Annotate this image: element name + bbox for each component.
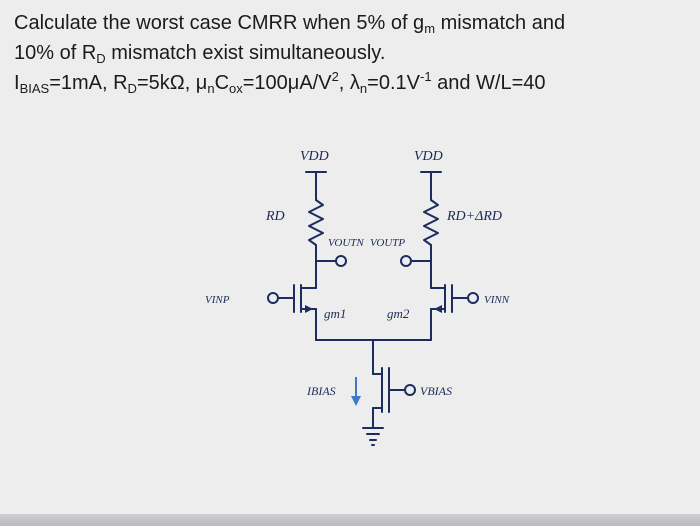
lambda-superscript: -1	[419, 69, 432, 84]
voutn-terminal	[335, 255, 347, 267]
lambda-value: =0.1V	[367, 72, 420, 94]
vbias-label: VBIAS	[420, 384, 452, 398]
cox-value: =100μA/V	[242, 72, 332, 94]
terminals	[267, 255, 479, 396]
line2-text: 10% of R	[14, 42, 97, 64]
vdd-left-label: VDD	[300, 149, 329, 164]
problem-statement: Calculate the worst case CMRR when 5% of…	[14, 8, 686, 98]
rd-left-resistor	[308, 199, 324, 246]
voutp-terminal	[400, 255, 412, 267]
problem-parameters: IBIAS=1mA, RD=5kΩ, μnCox=100μA/V2, λn=0.…	[14, 68, 686, 98]
line1-text-end: mismatch and	[435, 12, 566, 34]
ibias-arrow-icon	[351, 377, 361, 406]
vinp-label: VINP	[205, 294, 230, 306]
m1-source-arrow-icon	[305, 305, 313, 313]
transistor-arrows	[305, 305, 442, 313]
rd-right-resistor	[423, 199, 439, 246]
mu-subscript: n	[207, 81, 215, 96]
line2-text-end: mismatch exist simultaneously.	[105, 42, 386, 64]
rd-param-subscript: D	[127, 81, 137, 96]
ibias-arrow-head	[351, 396, 361, 406]
rd-value: =5kΩ, μ	[136, 72, 208, 94]
problem-line-2: 10% of RD mismatch exist simultaneously.	[14, 38, 686, 68]
gm1-label: gm1	[324, 306, 346, 321]
rd-right-label: RD+ΔRD	[446, 209, 502, 224]
vinn-terminal	[467, 292, 479, 304]
m2-source-arrow-icon	[434, 305, 442, 313]
ibias-label: IBIAS	[306, 384, 336, 398]
voutp-label: VOUTP	[370, 237, 405, 249]
screen-bottom-edge	[0, 514, 700, 526]
ibias-value: =1mA, R	[49, 72, 128, 94]
wl-value: and W/L=40	[431, 72, 546, 94]
cox-subscript: ox	[229, 81, 243, 96]
vdd-right-label: VDD	[414, 149, 443, 164]
lambda-subscript: n	[359, 81, 368, 96]
rd-left-label: RD	[265, 209, 285, 224]
cox-superscript: 2	[331, 69, 339, 84]
vbias-terminal	[404, 384, 416, 396]
vinn-label: VINN	[484, 294, 510, 306]
line1-text: Calculate the worst case CMRR when 5% of…	[14, 12, 425, 34]
lambda-symbol: , λ	[338, 72, 360, 94]
problem-line-1: Calculate the worst case CMRR when 5% of…	[14, 8, 686, 38]
vinp-terminal	[267, 292, 279, 304]
voutn-label: VOUTN	[328, 237, 364, 249]
ibias-subscript: BIAS	[19, 81, 50, 96]
gm2-label: gm2	[387, 306, 410, 321]
rd-subscript: D	[96, 51, 106, 66]
ibias-symbol: I	[14, 72, 20, 94]
cox-symbol: C	[214, 72, 230, 94]
gm-subscript: m	[424, 21, 436, 36]
